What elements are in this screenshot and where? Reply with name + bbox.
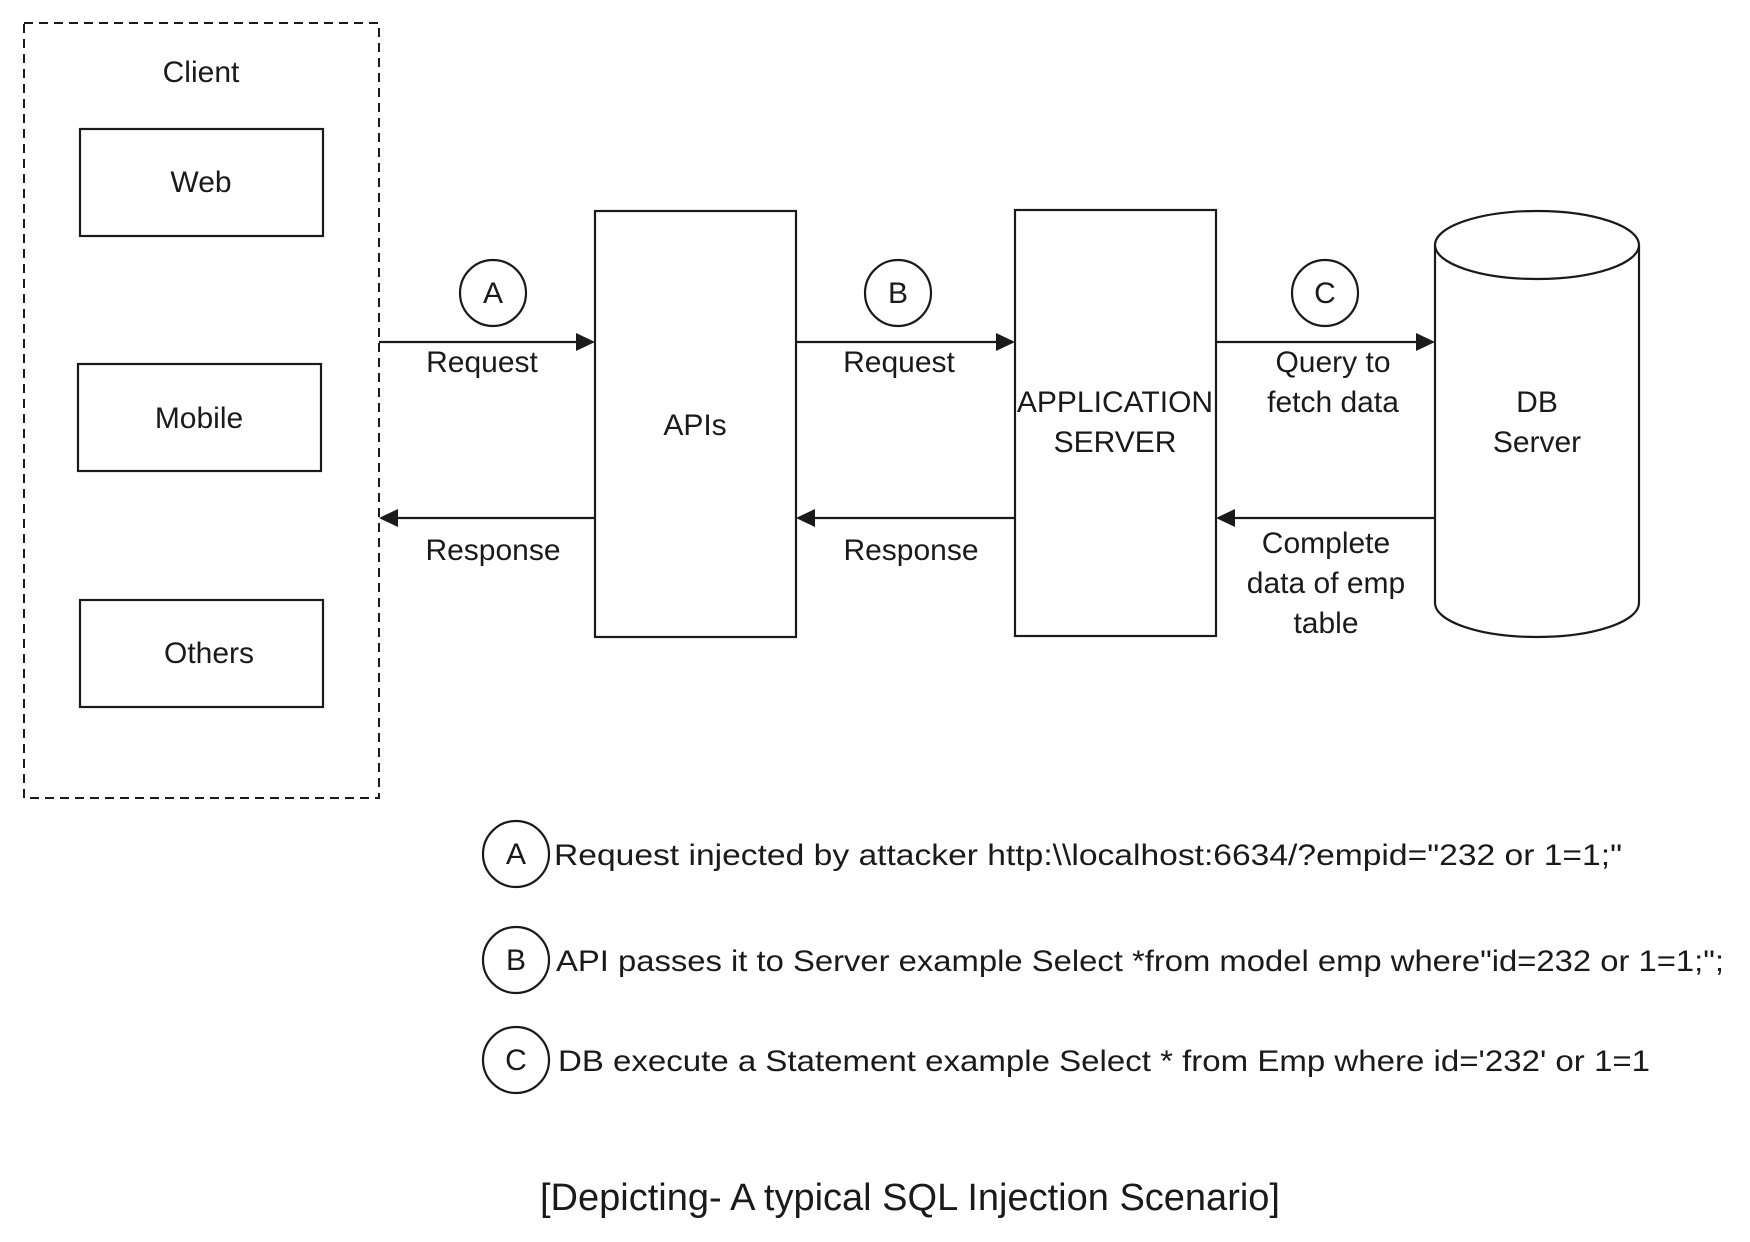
legend-b-circle xyxy=(481,925,551,995)
step-b-letter: B xyxy=(888,277,908,310)
complete-data-label-line3: table xyxy=(1293,607,1358,640)
db-server-node: DB Server xyxy=(1433,209,1641,639)
query-label-line1: Query to xyxy=(1275,346,1390,379)
arrowhead-right xyxy=(576,333,595,351)
application-server-box xyxy=(1013,208,1218,638)
web-box xyxy=(78,127,325,238)
arrow-apis-to-client: Response xyxy=(379,509,595,567)
arrow-client-to-apis: Request xyxy=(379,333,595,379)
step-b-circle xyxy=(863,258,933,328)
legend-a-circle xyxy=(481,819,551,889)
client-title: Client xyxy=(163,56,240,89)
legend-item-b: B API passes it to Server example Select… xyxy=(481,925,1724,995)
response-label-apis-client: Response xyxy=(425,534,560,567)
db-server-label-line2: Server xyxy=(1493,426,1581,459)
db-server-label-line1: DB xyxy=(1516,386,1558,419)
step-marker-a: A xyxy=(458,258,528,328)
step-c-circle xyxy=(1290,258,1360,328)
legend-a-text: Request injected by attacker http:\\loca… xyxy=(554,839,1622,872)
apis-node: APIs xyxy=(593,209,798,639)
arrowhead-left xyxy=(796,509,815,527)
web-label: Web xyxy=(170,166,231,199)
legend-item-c: C DB execute a Statement example Select … xyxy=(481,1025,1650,1095)
query-label-line2: fetch data xyxy=(1267,386,1399,419)
arrowhead-right xyxy=(1416,333,1435,351)
request-label-client-apis: Request xyxy=(426,346,538,379)
arrow-apis-to-app-server: Request xyxy=(796,333,1015,379)
legend-b-letter: B xyxy=(506,944,526,977)
response-label-app-apis: Response xyxy=(843,534,978,567)
others-box xyxy=(78,598,325,709)
application-server-label-line2: SERVER xyxy=(1054,426,1177,459)
apis-box xyxy=(593,209,798,639)
legend-c-text: DB execute a Statement example Select * … xyxy=(558,1045,1650,1078)
arrowhead-right xyxy=(996,333,1015,351)
step-a-letter: A xyxy=(483,277,503,310)
legend-c-circle xyxy=(481,1025,551,1095)
step-marker-b: B xyxy=(863,258,933,328)
legend: A Request injected by attacker http:\\lo… xyxy=(481,819,1724,1095)
complete-data-label-line2: data of emp xyxy=(1247,567,1405,600)
mobile-box xyxy=(76,362,323,473)
others-label: Others xyxy=(164,637,254,670)
arrow-db-to-app-server: Complete data of emp table xyxy=(1216,509,1435,640)
legend-a-letter: A xyxy=(506,838,526,871)
arrowhead-left xyxy=(379,509,398,527)
mobile-label: Mobile xyxy=(155,402,243,435)
client-boundary xyxy=(23,22,380,799)
client-group: Client Web Mobile Others xyxy=(23,22,380,799)
step-a-circle xyxy=(458,258,528,328)
caption: [Depicting- A typical SQL Injection Scen… xyxy=(540,1177,1280,1219)
db-cylinder-body xyxy=(1433,245,1641,639)
complete-data-label-line1: Complete xyxy=(1262,527,1390,560)
legend-c-letter: C xyxy=(505,1044,527,1077)
arrow-app-server-to-apis: Response xyxy=(796,509,1015,567)
step-c-letter: C xyxy=(1314,277,1336,310)
arrowhead-left xyxy=(1216,509,1235,527)
legend-b-text: API passes it to Server example Select *… xyxy=(556,945,1724,978)
application-server-label-line1: APPLICATION xyxy=(1017,386,1213,419)
request-label-apis-app: Request xyxy=(843,346,955,379)
arrow-app-server-to-db: Query to fetch data xyxy=(1216,333,1435,419)
application-server-node: APPLICATION SERVER xyxy=(1013,208,1218,638)
apis-label: APIs xyxy=(663,409,726,442)
db-cylinder-top xyxy=(1433,209,1641,281)
step-marker-c: C xyxy=(1290,258,1360,328)
legend-item-a: A Request injected by attacker http:\\lo… xyxy=(481,819,1622,889)
